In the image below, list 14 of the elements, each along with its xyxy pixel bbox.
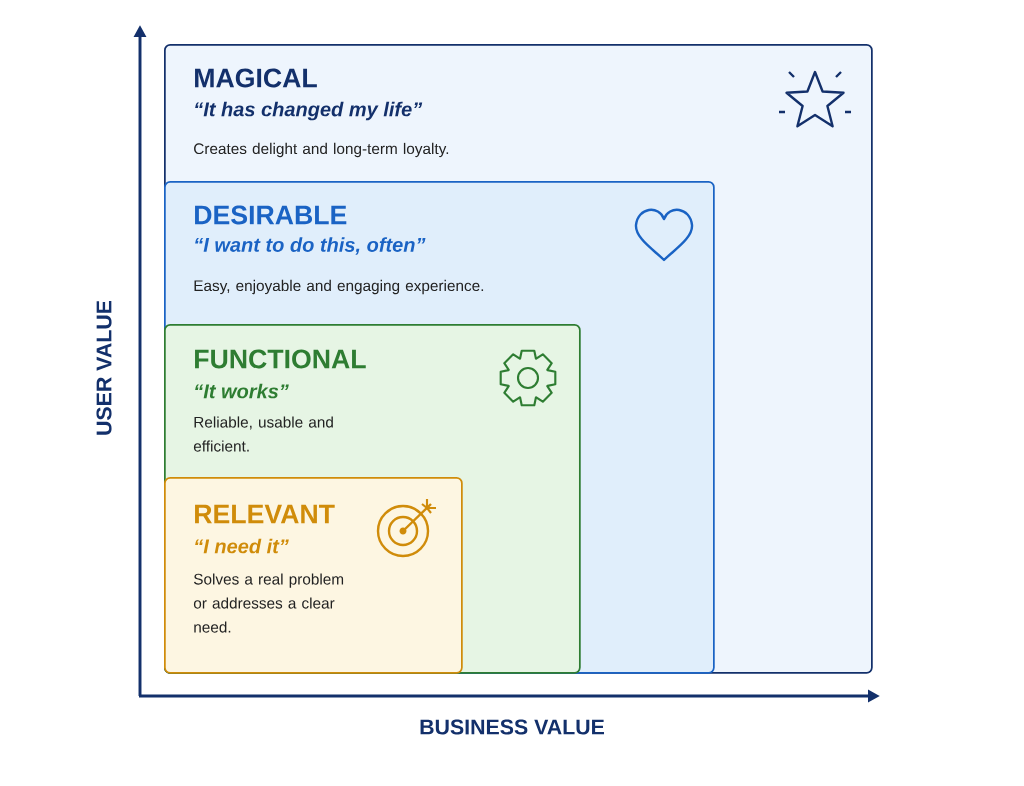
tier-quote: “I want to do this, often” bbox=[195, 237, 426, 255]
tier-description: Easy, enjoyable and engaging experience. bbox=[194, 279, 484, 295]
axis-label: USER VALUE bbox=[96, 300, 112, 435]
tier-quote: “It works” bbox=[195, 383, 289, 399]
tier-quote: “It has changed my life” bbox=[195, 101, 423, 121]
tier-description: Creates delight and long-term loyalty. bbox=[194, 142, 449, 158]
tier-heading: RELEVANT bbox=[195, 504, 335, 524]
axis-label: BUSINESS VALUE bbox=[420, 719, 604, 735]
tier-description: Reliable, usable and efficient. bbox=[193, 416, 333, 452]
tier-heading: FUNCTIONAL bbox=[195, 349, 366, 369]
tier-heading: MAGICAL bbox=[195, 68, 317, 88]
tier-quote: “I need it” bbox=[195, 538, 289, 554]
tier-heading: DESIRABLE bbox=[195, 205, 347, 225]
tier-description: Solves a real problem or addresses a clear need. bbox=[193, 573, 344, 633]
